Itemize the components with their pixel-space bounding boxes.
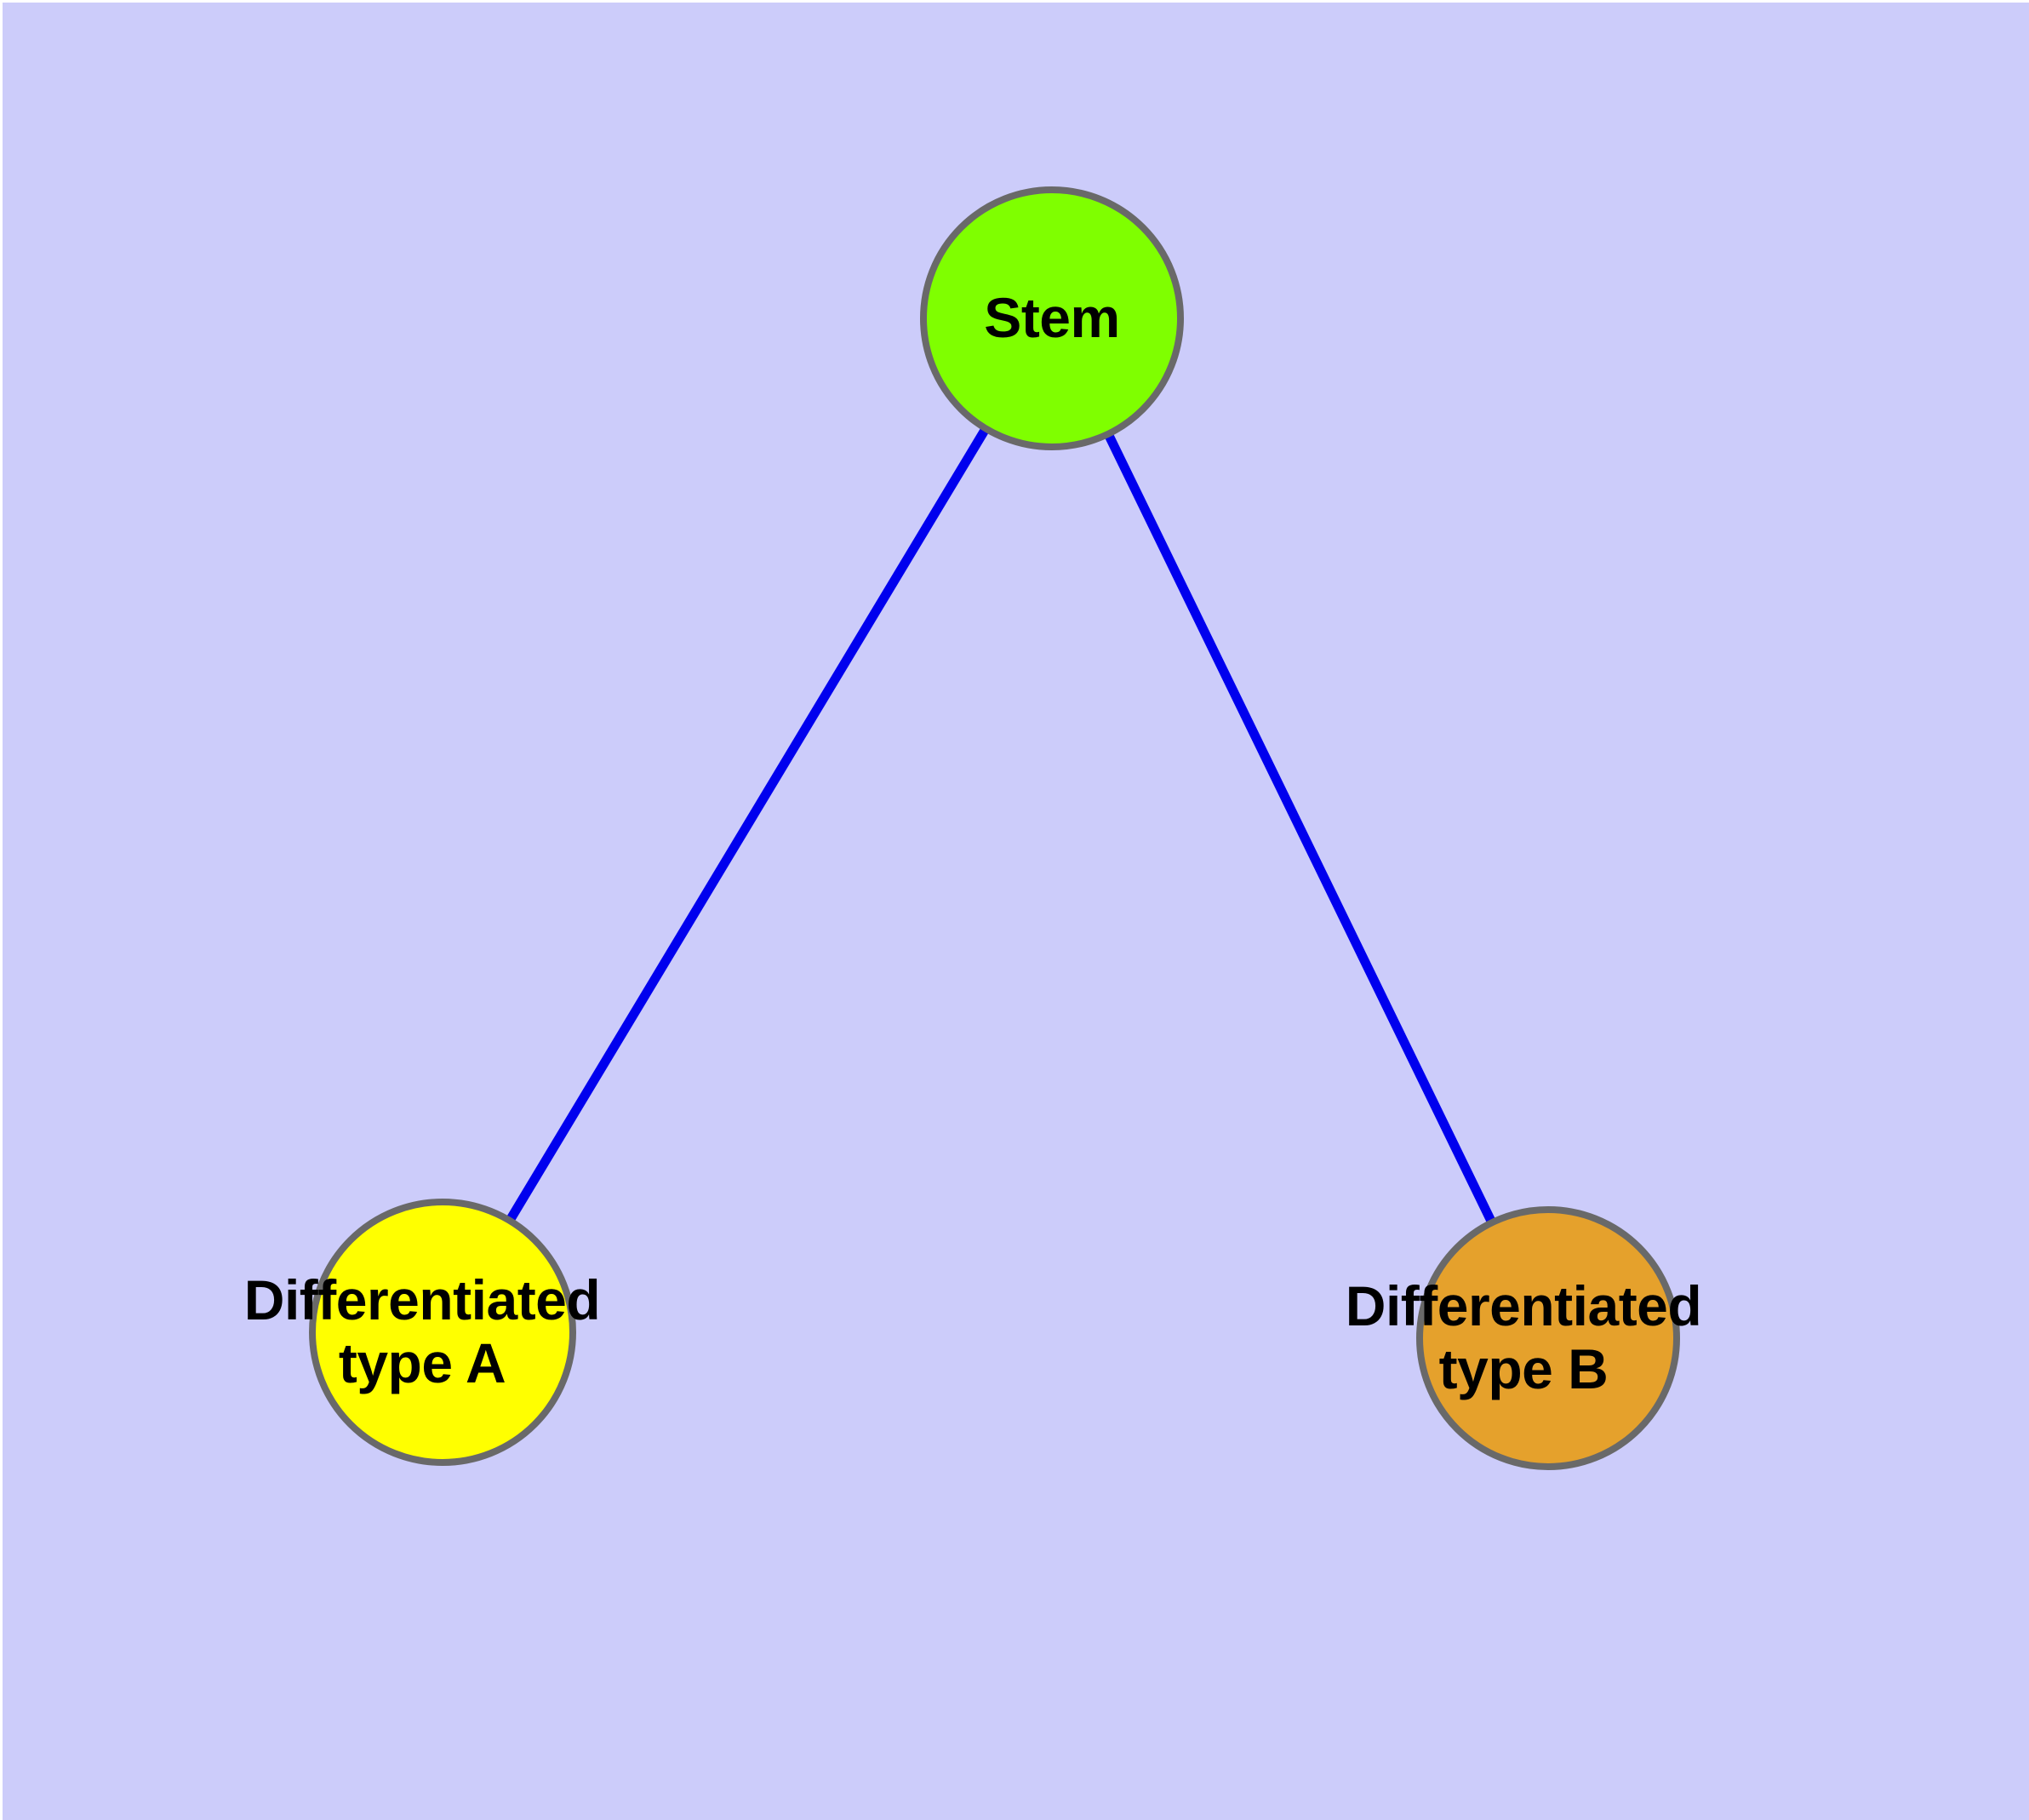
node-layer — [309, 186, 1680, 1470]
edge-stem-to-differentiated-type-b — [1048, 316, 1552, 1341]
node-stem[interactable] — [920, 186, 1184, 450]
node-differentiated-type-a[interactable] — [309, 1199, 576, 1466]
edge-layer — [438, 316, 1552, 1341]
edge-stem-to-differentiated-type-a — [438, 316, 1056, 1335]
node-differentiated-type-b[interactable] — [1416, 1206, 1680, 1470]
